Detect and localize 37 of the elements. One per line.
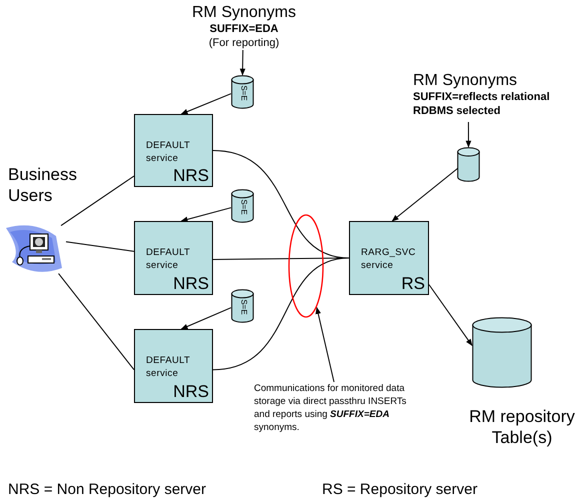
server-box	[134, 329, 213, 403]
legend-note: RS = Repository server	[322, 481, 478, 499]
connector-line	[58, 273, 134, 370]
heading-text: RM Synonyms	[192, 4, 296, 22]
server-type-label: NRS	[173, 382, 209, 402]
legend-note: NRS = Non Repository server	[8, 481, 206, 499]
connector-line	[212, 258, 350, 370]
arrow	[466, 122, 472, 148]
server-box	[134, 221, 213, 295]
server-box	[134, 114, 213, 187]
suffix-text: SUFFIX=reflects relational RDBMS selected	[413, 90, 551, 118]
arrow	[180, 207, 232, 222]
suffix-text: SUFFIX=EDA	[210, 22, 278, 36]
annotation-text: Communications for monitored data storage via direct passthru INSERTs and reports using SUFFIX=EDA synonyms.	[254, 382, 408, 434]
caption-text: Business Users	[8, 164, 78, 206]
arrow	[392, 168, 459, 222]
service-label: RARG_SVC service	[361, 246, 417, 272]
arrow	[428, 284, 472, 346]
connector-line	[66, 241, 134, 252]
connector-line	[60, 176, 134, 226]
note-text: (For reporting)	[208, 36, 280, 50]
server-type-label: NRS	[173, 274, 209, 294]
service-label: DEFAULT service	[146, 354, 191, 380]
service-label: DEFAULT service	[146, 246, 191, 272]
cylinder-label: S=E	[238, 199, 250, 215]
cylinder-label: S=E	[238, 85, 250, 101]
server-type-label: NRS	[173, 166, 209, 186]
server-box	[349, 221, 429, 295]
arrow	[180, 93, 232, 114]
service-label: DEFAULT service	[146, 139, 191, 165]
heading-text: RM Synonyms	[413, 72, 518, 90]
caption-text: RM repository Table(s)	[468, 406, 576, 448]
arrow	[180, 307, 232, 330]
cylinder-label: S=E	[238, 299, 250, 315]
arrow	[316, 306, 334, 382]
server-type-label: RS	[401, 274, 425, 294]
arrow	[240, 50, 246, 76]
